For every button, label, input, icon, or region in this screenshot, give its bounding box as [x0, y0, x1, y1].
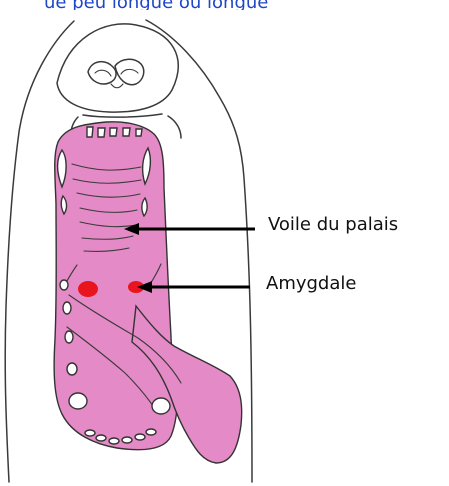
nose [88, 59, 144, 87]
left-tonsil [78, 281, 98, 297]
tonsil-label: Amygdale [266, 273, 356, 295]
soft-palate-label: Voile du palais [268, 214, 398, 236]
